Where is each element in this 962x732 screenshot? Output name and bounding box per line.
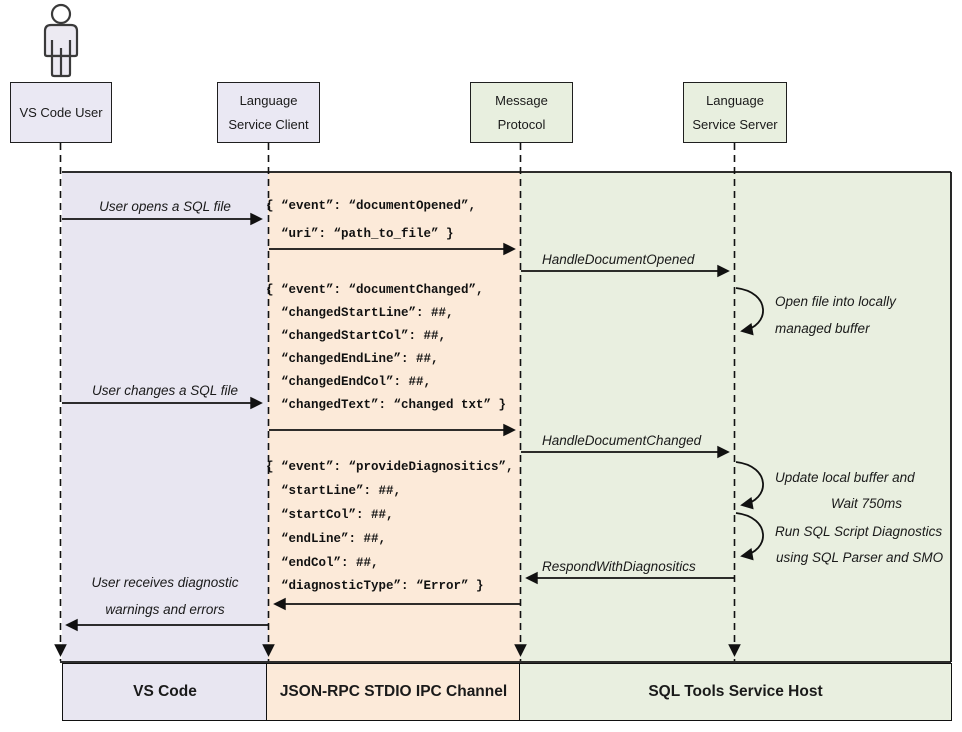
- footer-service-host: SQL Tools Service Host: [519, 663, 952, 721]
- json-document-changed-line5: “changedEndCol”: ##,: [281, 375, 432, 389]
- actor-label: Language: [706, 93, 764, 108]
- footer-label: JSON-RPC STDIO IPC Channel: [279, 683, 508, 700]
- label-loop1-line2: managed buffer: [775, 321, 870, 336]
- json-document-changed-line6: “changedText”: “changed txt” }: [281, 398, 507, 412]
- actor-box-vscode-user: VS Code User: [10, 82, 112, 143]
- actor-label: Language: [239, 93, 298, 108]
- footer-label: VS Code: [133, 683, 197, 700]
- json-provide-diagnostics-line5: “endCol”: ##,: [281, 556, 379, 570]
- person-icon: [43, 3, 79, 78]
- json-document-changed-line3: “changedStartCol”: ##,: [281, 329, 447, 343]
- label-loop2-line1: Update local buffer and: [775, 470, 915, 485]
- label-receive-line1: User receives diagnostic: [91, 575, 239, 590]
- lane-vscode: [62, 172, 268, 662]
- lane-service-host: [520, 172, 951, 662]
- actor-label: VS Code User: [19, 105, 103, 120]
- actor-label: Service Server: [692, 117, 778, 132]
- label-respond-with-diagnostics: RespondWithDiagnositics: [542, 559, 696, 574]
- label-receive-line2: warnings and errors: [105, 602, 225, 617]
- json-provide-diagnostics-line1: { “event”: “provideDiagnositics”,: [266, 460, 514, 474]
- actor-label: Service Client: [228, 117, 309, 132]
- label-loop3-line1: Run SQL Script Diagnostics: [775, 524, 943, 539]
- json-provide-diagnostics-line6: “diagnosticType”: “Error” }: [281, 579, 484, 593]
- json-provide-diagnostics-line2: “startLine”: ##,: [281, 484, 402, 498]
- label-user-changes-file: User changes a SQL file: [91, 383, 239, 398]
- json-document-changed-line2: “changedStartLine”: ##,: [281, 306, 454, 320]
- json-document-opened-line1: { “event”: “documentOpened”,: [266, 199, 477, 213]
- json-provide-diagnostics-line4: “endLine”: ##,: [281, 532, 387, 546]
- json-document-changed-line1: { “event”: “documentChanged”,: [266, 283, 484, 297]
- footer-vscode: VS Code: [62, 663, 268, 721]
- label-handle-document-changed: HandleDocumentChanged: [542, 433, 702, 448]
- footer-label: SQL Tools Service Host: [648, 683, 823, 700]
- actor-label: Message: [495, 93, 548, 108]
- label-user-opens-file: User opens a SQL file: [99, 199, 231, 214]
- label-loop3-line2: using SQL Parser and SMO: [776, 550, 944, 565]
- actor-box-language-service-client: Language Service Client: [217, 82, 320, 143]
- json-provide-diagnostics-line3: “startCol”: ##,: [281, 508, 394, 522]
- actor-box-language-service-server: Language Service Server: [683, 82, 787, 143]
- label-handle-document-opened: HandleDocumentOpened: [542, 252, 695, 267]
- json-document-opened-line2: “uri”: “path_to_file” }: [281, 227, 454, 241]
- lane-ipc-channel: [268, 172, 520, 662]
- label-loop2-line2: Wait 750ms: [831, 496, 903, 511]
- actor-label: Protocol: [497, 117, 546, 132]
- footer-ipc-channel: JSON-RPC STDIO IPC Channel: [266, 663, 521, 721]
- actor-box-message-protocol: Message Protocol: [470, 82, 573, 143]
- label-loop1-line1: Open file into locally: [775, 294, 896, 309]
- json-document-changed-line4: “changedEndLine”: ##,: [281, 352, 439, 366]
